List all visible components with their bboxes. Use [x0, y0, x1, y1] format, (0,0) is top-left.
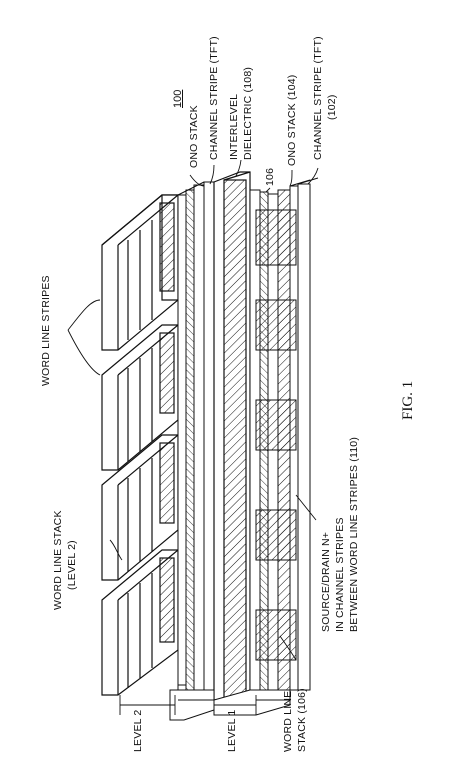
figure-caption: FIG. 1 [400, 380, 416, 420]
level1-word-lines [255, 209, 297, 661]
label-source-drain-3: BETWEEN WORD LINE STRIPES (110) [348, 436, 360, 632]
label-level-1: LEVEL 1 [226, 709, 238, 752]
label-word-line-stack-106-2: STACK (106) [296, 688, 308, 752]
label-word-line-stack-level2-2: (LEVEL 2) [66, 540, 78, 590]
label-interlevel-dielectric-2: DIELECTRIC (108) [242, 66, 254, 160]
label-level-2: LEVEL 2 [132, 709, 144, 752]
label-channel-stripe-102-2: (102) [326, 94, 338, 120]
label-word-line-stripes: WORD LINE STRIPES [40, 275, 52, 386]
leader-lines [67, 159, 319, 715]
word-line-stripe-2 [101, 324, 179, 471]
label-ono-stack-104: ONO STACK (104) [286, 74, 298, 167]
label-source-drain-1: SOURCE/DRAIN N+ [320, 531, 332, 632]
label-channel-stripe-102-1: CHANNEL STRIPE (TFT) [312, 36, 324, 160]
figure-ref-number: 100 [172, 89, 184, 108]
word-line-stripes-level2 [101, 194, 179, 696]
interlevel-dielectric [213, 171, 251, 701]
level2-channel-stripes [177, 181, 215, 700]
label-word-line-stack-level2-1: WORD LINE STACK [52, 510, 64, 610]
word-line-stripe-1 [101, 194, 179, 351]
label-word-line-stack-106-1: WORD LINE [282, 690, 294, 752]
label-ono-stack: ONO STACK [188, 105, 200, 168]
label-source-drain-2: IN CHANNEL STRIPES [334, 517, 346, 632]
label-interlevel-dielectric-1: INTERLEVEL [228, 93, 240, 160]
label-channel-stripe-tft: CHANNEL STRIPE (TFT) [208, 36, 220, 160]
label-ref-106: 106 [264, 167, 276, 186]
word-line-stripe-3 [101, 434, 179, 581]
